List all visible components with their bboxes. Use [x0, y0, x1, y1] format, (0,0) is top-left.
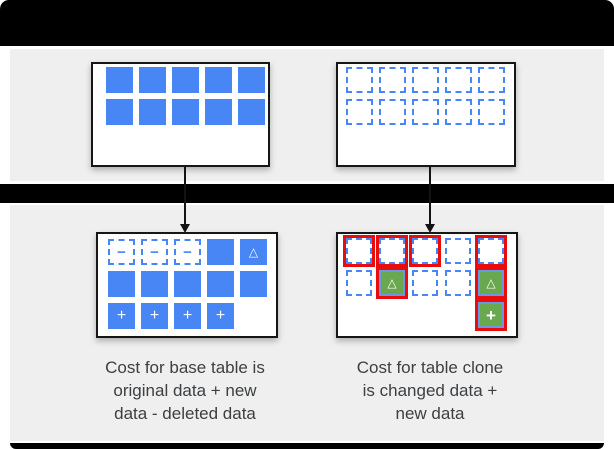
data-block-dashed: [445, 270, 471, 296]
block-row: [106, 67, 268, 93]
data-block-green-plus-red: +: [478, 302, 504, 328]
arrow-line-right: [429, 167, 431, 225]
table-clone-after-box: △△+: [336, 232, 518, 338]
block-row: −−−△: [108, 239, 276, 265]
data-block-dashed-red: [412, 238, 438, 264]
data-block-solid: [205, 67, 232, 93]
data-block-dashed: [346, 99, 373, 125]
arrow-head-left-icon: [180, 224, 190, 233]
data-block-solid: [207, 239, 234, 265]
data-block-dashed: [478, 99, 505, 125]
caption-table-clone: Cost for table clone is changed data + n…: [356, 358, 504, 423]
data-block-dashed: [445, 99, 472, 125]
data-block-solid: [207, 271, 234, 297]
data-block-solid: [141, 271, 168, 297]
data-block-solid: [106, 99, 133, 125]
data-block-solid-plus: +: [108, 303, 135, 329]
data-block-dashed: [346, 270, 372, 296]
data-block-solid-plus: +: [141, 303, 168, 329]
base-table-after-box: −−−△++++: [96, 232, 278, 338]
data-block-solid: [139, 67, 166, 93]
block-row: ++++: [108, 303, 276, 329]
data-block-solid: [139, 99, 166, 125]
data-block-dashed-red: [346, 238, 372, 264]
data-block-solid-plus: +: [207, 303, 234, 329]
arrow-head-right-icon: [425, 224, 435, 233]
data-block-solid: [172, 67, 199, 93]
block-row: +: [346, 302, 516, 328]
base-table-original-box: [91, 62, 270, 167]
data-block-solid: [172, 99, 199, 125]
data-block-solid-plus: +: [174, 303, 201, 329]
data-block-dashed: [445, 67, 472, 93]
data-block-dashed-minus: −: [174, 239, 201, 265]
block-row: [346, 99, 514, 125]
table-clone-original-box: [336, 62, 516, 167]
block-row: △△: [346, 270, 516, 296]
block-row: [346, 238, 516, 264]
data-block-dashed: [445, 238, 471, 264]
data-block-dashed: [478, 67, 505, 93]
data-block-dashed: [346, 67, 373, 93]
data-block-solid: [238, 99, 265, 125]
data-block-dashed: [412, 99, 439, 125]
data-block-solid: [240, 271, 267, 297]
bottom-black-bar: [10, 443, 604, 449]
data-block-solid: [205, 99, 232, 125]
data-block-dashed-red: [379, 238, 405, 264]
data-block-solid: [106, 67, 133, 93]
data-block-solid: [174, 271, 201, 297]
data-block-dashed-red: [478, 238, 504, 264]
top-black-bar: [0, 0, 614, 46]
data-block-dashed-minus: −: [141, 239, 168, 265]
data-block-dashed-minus: −: [108, 239, 135, 265]
data-block-dashed: [379, 67, 406, 93]
data-block-dashed: [379, 99, 406, 125]
middle-black-band: [0, 184, 614, 203]
data-block-solid-delta: △: [240, 239, 267, 265]
block-row: [106, 99, 268, 125]
data-block-green-delta-red: △: [478, 270, 504, 296]
arrow-line-left: [184, 167, 186, 225]
block-row: [346, 67, 514, 93]
data-block-green-delta-red: △: [379, 270, 405, 296]
block-row: [108, 271, 276, 297]
data-block-solid: [238, 67, 265, 93]
data-block-solid: [108, 271, 135, 297]
data-block-dashed: [412, 270, 438, 296]
data-block-dashed: [412, 67, 439, 93]
caption-base-table: Cost for base table is original data + n…: [105, 358, 265, 423]
